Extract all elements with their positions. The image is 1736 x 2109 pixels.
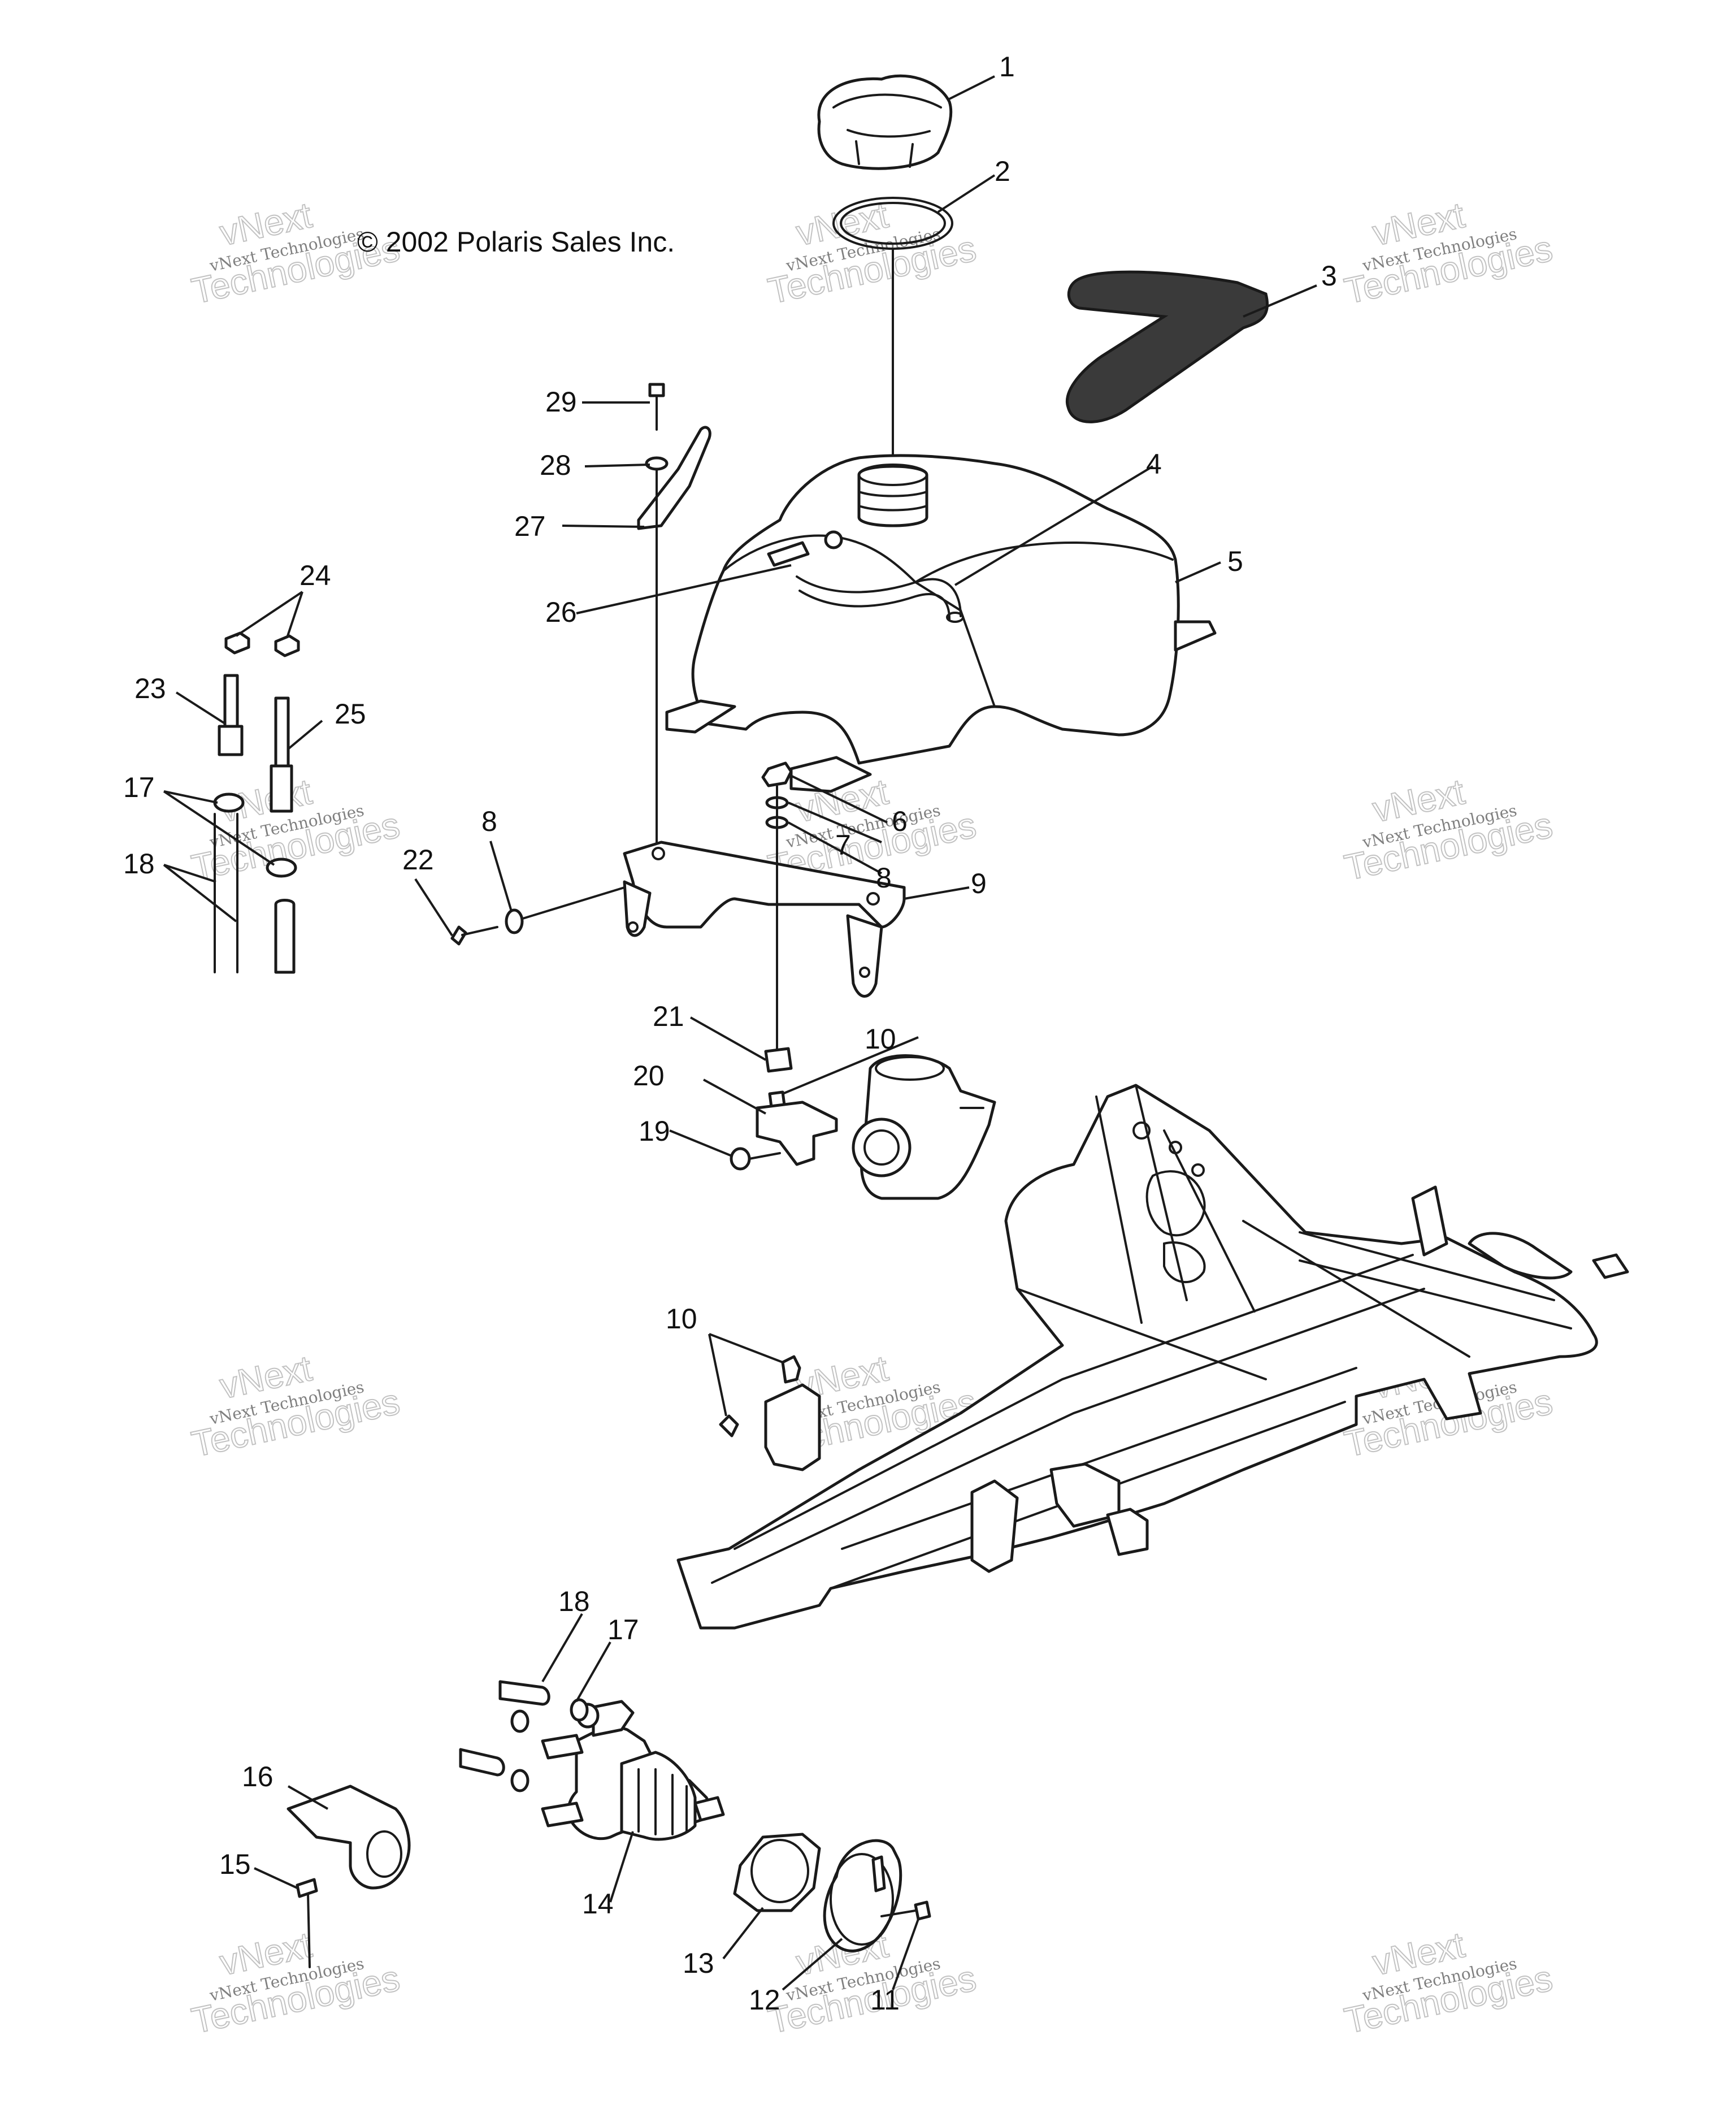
rivet-icon (296, 1878, 318, 1968)
foam-pad-icon (1066, 270, 1269, 423)
callout-1: 1 (999, 51, 1015, 83)
callout-7: 7 (835, 829, 851, 861)
callout-14: 14 (582, 1888, 614, 1920)
callout-17a: 17 (607, 1614, 639, 1645)
callout-2: 2 (995, 155, 1010, 187)
callout-11: 11 (870, 1984, 900, 2016)
bolt-washer-icon (450, 886, 625, 946)
callout-10a: 10 (865, 1023, 896, 1055)
callout-10b: 10 (666, 1303, 697, 1335)
watermark: vNext vNext Technologies Technologies (188, 1924, 403, 2042)
carb-bracket-icon (756, 1101, 838, 1166)
hose-fittings-icon (218, 631, 300, 813)
callout-8b: 8 (481, 806, 497, 837)
fuel-valve-icon (541, 1700, 725, 1841)
callout-9: 9 (971, 868, 987, 899)
watermark: vNext vNext Technologies Technologies (764, 194, 980, 312)
valve-bracket-icon (287, 1785, 411, 1890)
callout-17b: 17 (123, 772, 155, 803)
valve-nut-icon (733, 1833, 821, 1912)
callout-labels: 1 2 3 4 5 6 7 8 8 9 10 10 11 12 13 14 15… (123, 51, 1337, 2016)
callout-24: 24 (300, 560, 331, 591)
callout-18a: 18 (558, 1586, 590, 1617)
copyright-notice: © 2002 Polaris Sales Inc. (357, 226, 675, 258)
callout-23: 23 (134, 673, 166, 704)
cap-icon (817, 74, 953, 170)
frame-icon (676, 1084, 1629, 1630)
grommet-icon (764, 1047, 793, 1108)
lower-bracket-icon (719, 1355, 821, 1471)
callout-4: 4 (1146, 448, 1162, 480)
callout-27: 27 (514, 510, 546, 542)
fuel-tank-icon (665, 454, 1217, 793)
callout-22: 22 (402, 844, 434, 876)
watermark: vNext vNext Technologies Technologies (188, 1347, 403, 1465)
bolt-icon (648, 383, 665, 431)
valve-screw-icon (880, 1900, 931, 1921)
callout-8a: 8 (876, 862, 892, 894)
hose-clamps-icon (213, 793, 297, 878)
callout-26: 26 (545, 596, 577, 628)
fuel-line-ends-icon (459, 1680, 589, 1792)
callout-29: 29 (545, 386, 577, 418)
callout-20: 20 (633, 1060, 665, 1092)
callout-21: 21 (653, 1001, 684, 1032)
vent-hose-icon (796, 575, 964, 623)
carburetor-icon (852, 1054, 996, 1200)
callout-3: 3 (1321, 260, 1337, 292)
callout-19: 19 (639, 1115, 670, 1147)
strap-icon (637, 426, 711, 530)
leader-lines (163, 75, 1317, 1991)
mounting-bracket-icon (623, 841, 906, 998)
valve-knob-icon (823, 1839, 902, 1952)
washer-icon (645, 456, 669, 471)
callout-18b: 18 (123, 848, 155, 880)
callout-16: 16 (242, 1761, 274, 1792)
callout-12: 12 (749, 1984, 780, 2016)
callout-13: 13 (683, 1947, 714, 1979)
callout-25: 25 (335, 698, 366, 730)
watermark: vNext vNext Technologies Technologies (1340, 194, 1556, 312)
callout-28: 28 (540, 449, 571, 481)
watermark: vNext vNext Technologies Technologies (1340, 770, 1556, 889)
watermark: vNext vNext Technologies Technologies (1340, 1924, 1556, 2042)
callout-6: 6 (892, 806, 908, 837)
callout-15: 15 (219, 1848, 251, 1880)
screw-icon (730, 1147, 781, 1171)
callout-5: 5 (1227, 545, 1243, 577)
vent-fitting-icon (767, 530, 843, 567)
